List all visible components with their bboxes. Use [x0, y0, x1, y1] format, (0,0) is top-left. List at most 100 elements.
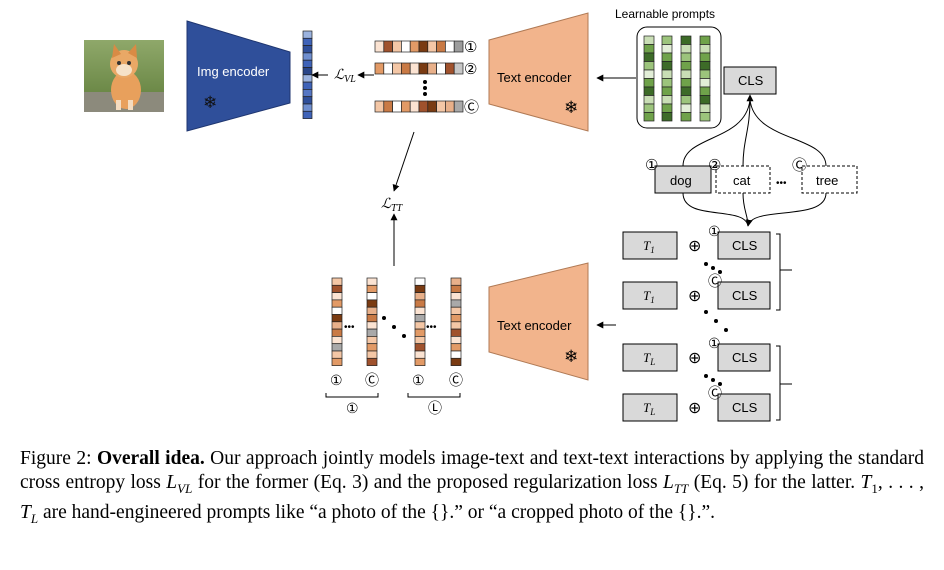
feature-marker-2: ②	[464, 61, 477, 78]
vector-cell	[699, 86, 711, 96]
svg-text:TL: TL	[643, 350, 655, 367]
vector-cell	[409, 40, 420, 53]
vector-cell	[661, 61, 673, 71]
vector-cell	[450, 299, 462, 308]
text-feature-columns	[331, 277, 462, 366]
vector-cell	[661, 78, 673, 88]
vector-cell	[450, 306, 462, 315]
vector-cell	[366, 277, 378, 286]
vector-cell	[401, 40, 411, 53]
vector-cell	[302, 37, 313, 46]
vector-cell	[450, 336, 462, 345]
vector-cell	[450, 314, 462, 323]
vector-cell	[331, 284, 343, 293]
feature-marker-1: ①	[464, 39, 477, 56]
prompt-row-4: TL ⊕ Ⓒ CLS	[622, 385, 771, 422]
vector-cell	[409, 100, 420, 113]
svg-text:Ⓒ: Ⓒ	[708, 273, 722, 289]
vector-cell	[445, 100, 455, 113]
vector-cell	[661, 44, 673, 54]
group-label-l: Ⓛ	[428, 400, 442, 416]
vector-cell	[699, 112, 711, 122]
vector-cell	[450, 284, 462, 293]
vector-cell	[366, 350, 378, 359]
vector-cell	[453, 100, 464, 113]
vector-cell	[418, 100, 429, 113]
vector-cell	[680, 95, 692, 105]
svg-text:①: ①	[708, 223, 721, 239]
vector-cell	[643, 112, 655, 122]
svg-text:tree: tree	[816, 173, 838, 188]
vector-cell	[414, 292, 426, 301]
vector-cell	[392, 100, 402, 113]
svg-text:⊕: ⊕	[688, 350, 701, 367]
svg-text:①: ①	[412, 372, 425, 388]
vector-cell	[680, 112, 692, 122]
vector-cell	[366, 284, 378, 293]
vector-cell	[414, 299, 426, 308]
svg-text:cat: cat	[733, 173, 751, 188]
vector-cell	[366, 328, 378, 337]
vector-cell	[699, 78, 711, 88]
vector-cell	[680, 69, 692, 79]
cls-top-label: CLS	[738, 73, 764, 88]
text-encoder-bottom-label: Text encoder	[497, 318, 572, 333]
vector-cell	[302, 59, 313, 68]
vector-cell	[427, 100, 437, 113]
vector-cell	[414, 350, 426, 359]
vector-cell	[699, 35, 711, 45]
svg-text:①: ①	[645, 157, 658, 174]
class-box-tree: Ⓒ tree	[792, 157, 858, 194]
vector-cell	[383, 40, 393, 53]
vector-cell	[643, 35, 655, 45]
text-encoder-top: Text encoder ❄	[488, 12, 589, 132]
text-encoder-bottom: Text encoder ❄	[488, 262, 589, 381]
prompt-row-2: T1 ⊕ Ⓒ CLS	[622, 273, 771, 310]
vector-cell	[366, 314, 378, 323]
vector-cell	[409, 62, 420, 75]
svg-text:Ⓒ: Ⓒ	[365, 372, 379, 388]
vector-cell	[450, 277, 462, 286]
class-box-dog: ① dog	[645, 157, 712, 194]
vector-cell	[643, 44, 655, 54]
col-ellipsis-1: •••	[344, 322, 355, 333]
learnable-prompts-label: Learnable prompts	[615, 7, 715, 21]
vector-cell	[302, 96, 313, 105]
vector-cell	[450, 357, 462, 366]
vector-cell	[699, 69, 711, 79]
vector-cell	[450, 321, 462, 330]
diagram: Img encoder ❄ ℒVL ① ② Ⓒ Text encoder ❄ L…	[84, 7, 858, 422]
vector-cell	[643, 103, 655, 113]
vector-cell	[414, 321, 426, 330]
snowflake-icon: ❄	[564, 98, 578, 117]
vector-cell	[453, 40, 464, 53]
vector-cell	[661, 103, 673, 113]
cls-box-top	[723, 66, 777, 95]
vector-cell	[680, 44, 692, 54]
vector-cell	[680, 86, 692, 96]
cat-image	[84, 40, 164, 112]
vector-cell	[302, 30, 313, 39]
svg-text:①: ①	[330, 372, 343, 388]
vector-cell	[401, 62, 411, 75]
learnable-prompt-vectors	[643, 35, 711, 122]
vector-cell	[302, 74, 313, 83]
snowflake-icon: ❄	[203, 93, 217, 112]
vector-cell	[331, 299, 343, 308]
vector-cell	[414, 357, 426, 366]
vector-cell	[366, 292, 378, 301]
vector-cell	[445, 62, 455, 75]
vector-cell	[302, 89, 313, 98]
vector-cell	[366, 343, 378, 352]
vector-cell	[418, 62, 429, 75]
vector-cell	[699, 52, 711, 62]
vector-cell	[661, 35, 673, 45]
vector-cell	[302, 67, 313, 76]
vector-cell	[680, 35, 692, 45]
img-encoder-label: Img encoder	[197, 64, 270, 79]
vector-cell	[436, 40, 446, 53]
vector-cell	[643, 69, 655, 79]
vector-cell	[414, 306, 426, 315]
svg-text:⊕: ⊕	[688, 288, 701, 305]
vector-cell	[680, 52, 692, 62]
